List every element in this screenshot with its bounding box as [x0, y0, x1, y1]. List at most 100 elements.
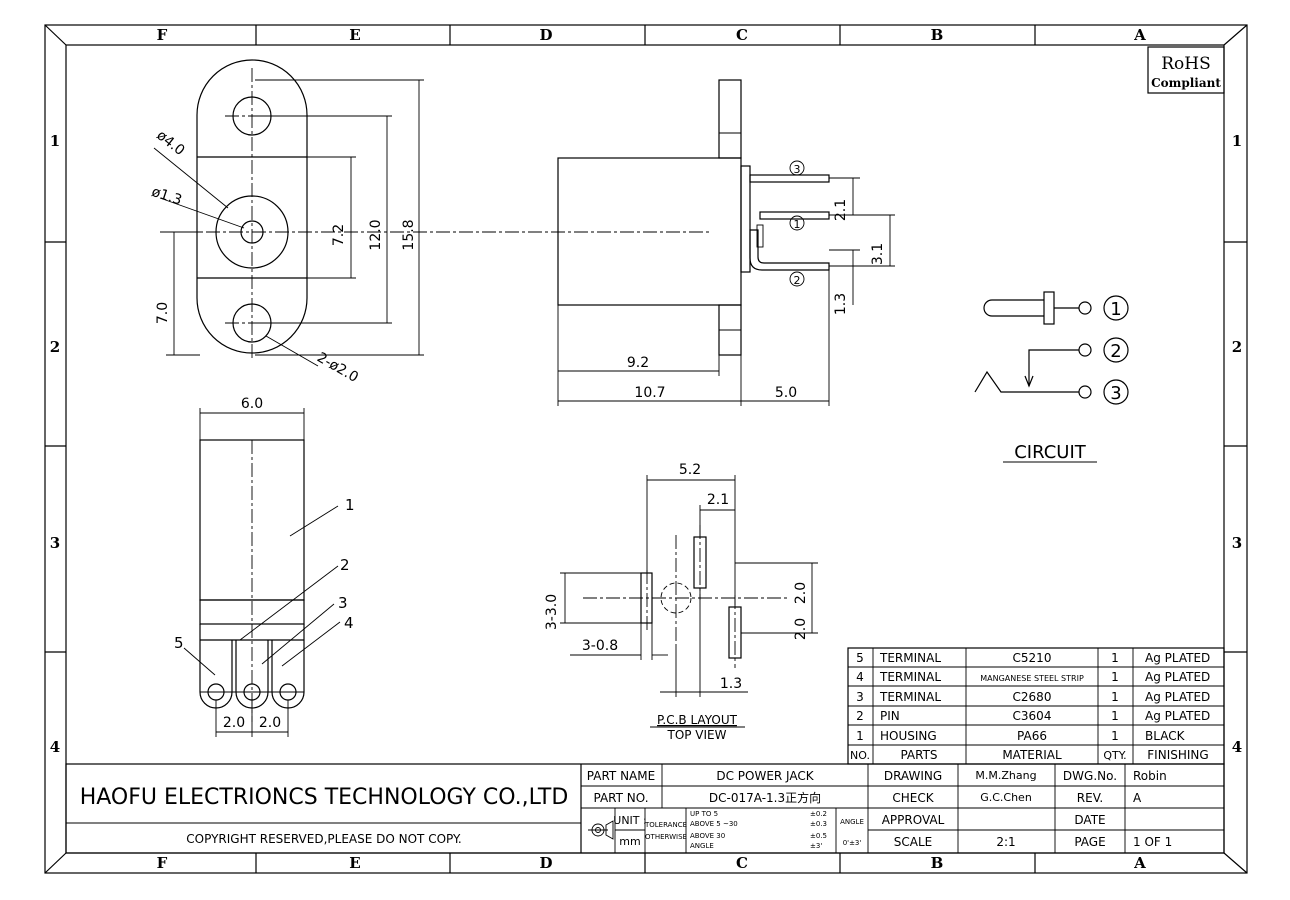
rohs-title: RoHS	[1161, 54, 1211, 74]
tol-value: ±0.2	[810, 810, 827, 818]
dwg-no-value: Robin	[1133, 769, 1167, 783]
col-label-top: D	[539, 26, 552, 44]
svg-text:NO.: NO.	[850, 749, 870, 762]
svg-text:C3604: C3604	[1013, 709, 1052, 723]
callout-1: 1	[345, 496, 355, 514]
dim-7-0: 7.0	[155, 302, 171, 324]
dim-15-8: 15.8	[401, 219, 417, 250]
angle-label: ANGLE	[840, 818, 864, 826]
bom-row: 5 TERMINAL C5210 1 Ag PLATED	[856, 651, 1210, 665]
tolerance-label: OTHERWISE	[645, 833, 687, 841]
part-no-value: DC-017A-1.3正方向	[709, 790, 821, 805]
part-name-label: PART NAME	[587, 769, 655, 783]
dim-pcb-2-0b: 2.0	[793, 618, 809, 640]
svg-text:1: 1	[856, 729, 864, 743]
svg-text:TERMINAL: TERMINAL	[879, 690, 941, 704]
rohs-subtitle: Compliant	[1151, 76, 1221, 90]
row-label-right: 4	[1232, 738, 1242, 756]
scale-label: SCALE	[894, 835, 932, 849]
pcb-subcaption: TOP VIEW	[666, 728, 726, 742]
svg-text:1: 1	[1111, 651, 1119, 665]
rev-value: A	[1133, 791, 1142, 805]
bom-row: 2 PIN C3604 1 Ag PLATED	[856, 709, 1210, 723]
bom-row: 3 TERMINAL C2680 1 Ag PLATED	[856, 690, 1210, 704]
drawing-label: DRAWING	[884, 769, 942, 783]
col-label-bottom: A	[1133, 854, 1146, 872]
side-pin-label: 2	[794, 274, 801, 287]
svg-text:1: 1	[1111, 670, 1119, 684]
bottom-view: 6.0 2.0 2.0 1 2 3 4 5	[174, 396, 355, 737]
svg-text:Ag PLATED: Ag PLATED	[1145, 690, 1210, 704]
svg-text:4: 4	[856, 670, 864, 684]
svg-text:1: 1	[1111, 729, 1119, 743]
dim-7-2: 7.2	[331, 224, 347, 246]
column-labels: F E D C B A F E D C B A	[157, 26, 1147, 872]
part-no-label: PART NO.	[593, 791, 648, 805]
callout-3: 3	[338, 594, 348, 612]
tol-range: UP TO 5	[690, 810, 718, 818]
pcb-layout-view: 5.2 2.1 3-3.0 3-0.8 2.0 2.0 1.3 P.C.B LA…	[544, 462, 818, 742]
dim-pitch-2: 2.0	[259, 715, 281, 731]
svg-text:Ag PLATED: Ag PLATED	[1145, 651, 1210, 665]
col-label-top: A	[1133, 26, 1146, 44]
tol-value: ±0.3	[810, 820, 827, 828]
dim-3-3-0: 3-3.0	[544, 594, 560, 630]
svg-text:BLACK: BLACK	[1145, 729, 1186, 743]
bom-header-row: NO. PARTS MATERIAL QTY. FINISHING	[850, 748, 1209, 762]
row-label-right: 2	[1232, 338, 1242, 356]
col-label-bottom: E	[349, 854, 360, 872]
title-block: HAOFU ELECTRIONCS TECHNOLOGY CO.,LTD COP…	[65, 763, 1225, 854]
side-view: 3 1 2 2.1 3.1 1.3 9.2 10.7 5.0	[557, 79, 895, 406]
svg-text:5: 5	[856, 651, 864, 665]
svg-text:HOUSING: HOUSING	[880, 729, 937, 743]
col-label-top: B	[931, 26, 944, 44]
svg-text:QTY.: QTY.	[1103, 749, 1126, 762]
front-view: 7.2 12.0 15.8 7.0 ø4.0 ø1.3 2-ø2.0	[149, 59, 710, 386]
dim-9-2: 9.2	[627, 355, 649, 371]
part-name-value: DC POWER JACK	[716, 769, 814, 783]
dim-2-1: 2.1	[833, 199, 849, 221]
dim-dia-1-3: ø1.3	[149, 184, 183, 209]
dim-6-0: 6.0	[241, 396, 263, 412]
tol-range: ABOVE 5 ~30	[690, 820, 738, 828]
dim-10-7: 10.7	[634, 385, 665, 401]
tol-value: ±0.5	[810, 832, 827, 840]
svg-text:PA66: PA66	[1017, 729, 1047, 743]
dim-12-0: 12.0	[368, 219, 384, 250]
approval-label: APPROVAL	[882, 813, 945, 827]
scale-value: 2:1	[996, 835, 1015, 849]
unit-label: UNIT :	[613, 814, 646, 827]
dim-pcb-1-3: 1.3	[720, 676, 742, 692]
check-label: CHECK	[892, 791, 934, 805]
dim-pcb-2-1: 2.1	[707, 492, 729, 508]
svg-text:C2680: C2680	[1013, 690, 1052, 704]
tol-range: ABOVE 30	[690, 832, 725, 840]
date-label: DATE	[1074, 813, 1105, 827]
callout-4: 4	[344, 614, 354, 632]
circuit-pin-3: 3	[1110, 383, 1121, 404]
dim-pcb-2-0a: 2.0	[793, 582, 809, 604]
svg-text:1: 1	[1111, 690, 1119, 704]
drawing-value: M.M.Zhang	[975, 769, 1036, 782]
tol-value: ±3'	[810, 842, 822, 850]
svg-text:FINISHING: FINISHING	[1147, 748, 1208, 762]
row-label-left: 4	[50, 738, 60, 756]
dim-dia-4-0: ø4.0	[153, 127, 187, 159]
svg-text:PIN: PIN	[880, 709, 900, 723]
circuit-diagram: 1 2 3 CIRCUIT	[974, 291, 1129, 463]
copyright-notice: COPYRIGHT RESERVED,PLEASE DO NOT COPY.	[186, 832, 461, 846]
projection-symbol-icon	[588, 820, 614, 840]
col-label-bottom: C	[736, 854, 748, 872]
bom-row: 4 TERMINAL MANGANESE STEEL STRIP 1 Ag PL…	[856, 670, 1210, 684]
dim-pitch-1: 2.0	[223, 715, 245, 731]
circuit-pin-1: 1	[1110, 299, 1121, 320]
svg-text:2: 2	[856, 709, 864, 723]
dim-3-1: 3.1	[870, 243, 886, 265]
row-label-left: 2	[50, 338, 60, 356]
col-label-top: E	[349, 26, 360, 44]
rev-label: REV.	[1077, 791, 1103, 805]
pcb-caption: P.C.B LAYOUT	[657, 713, 738, 727]
svg-text:PARTS: PARTS	[900, 748, 937, 762]
row-labels: 1 2 3 4 1 2 3 4	[50, 132, 1242, 756]
